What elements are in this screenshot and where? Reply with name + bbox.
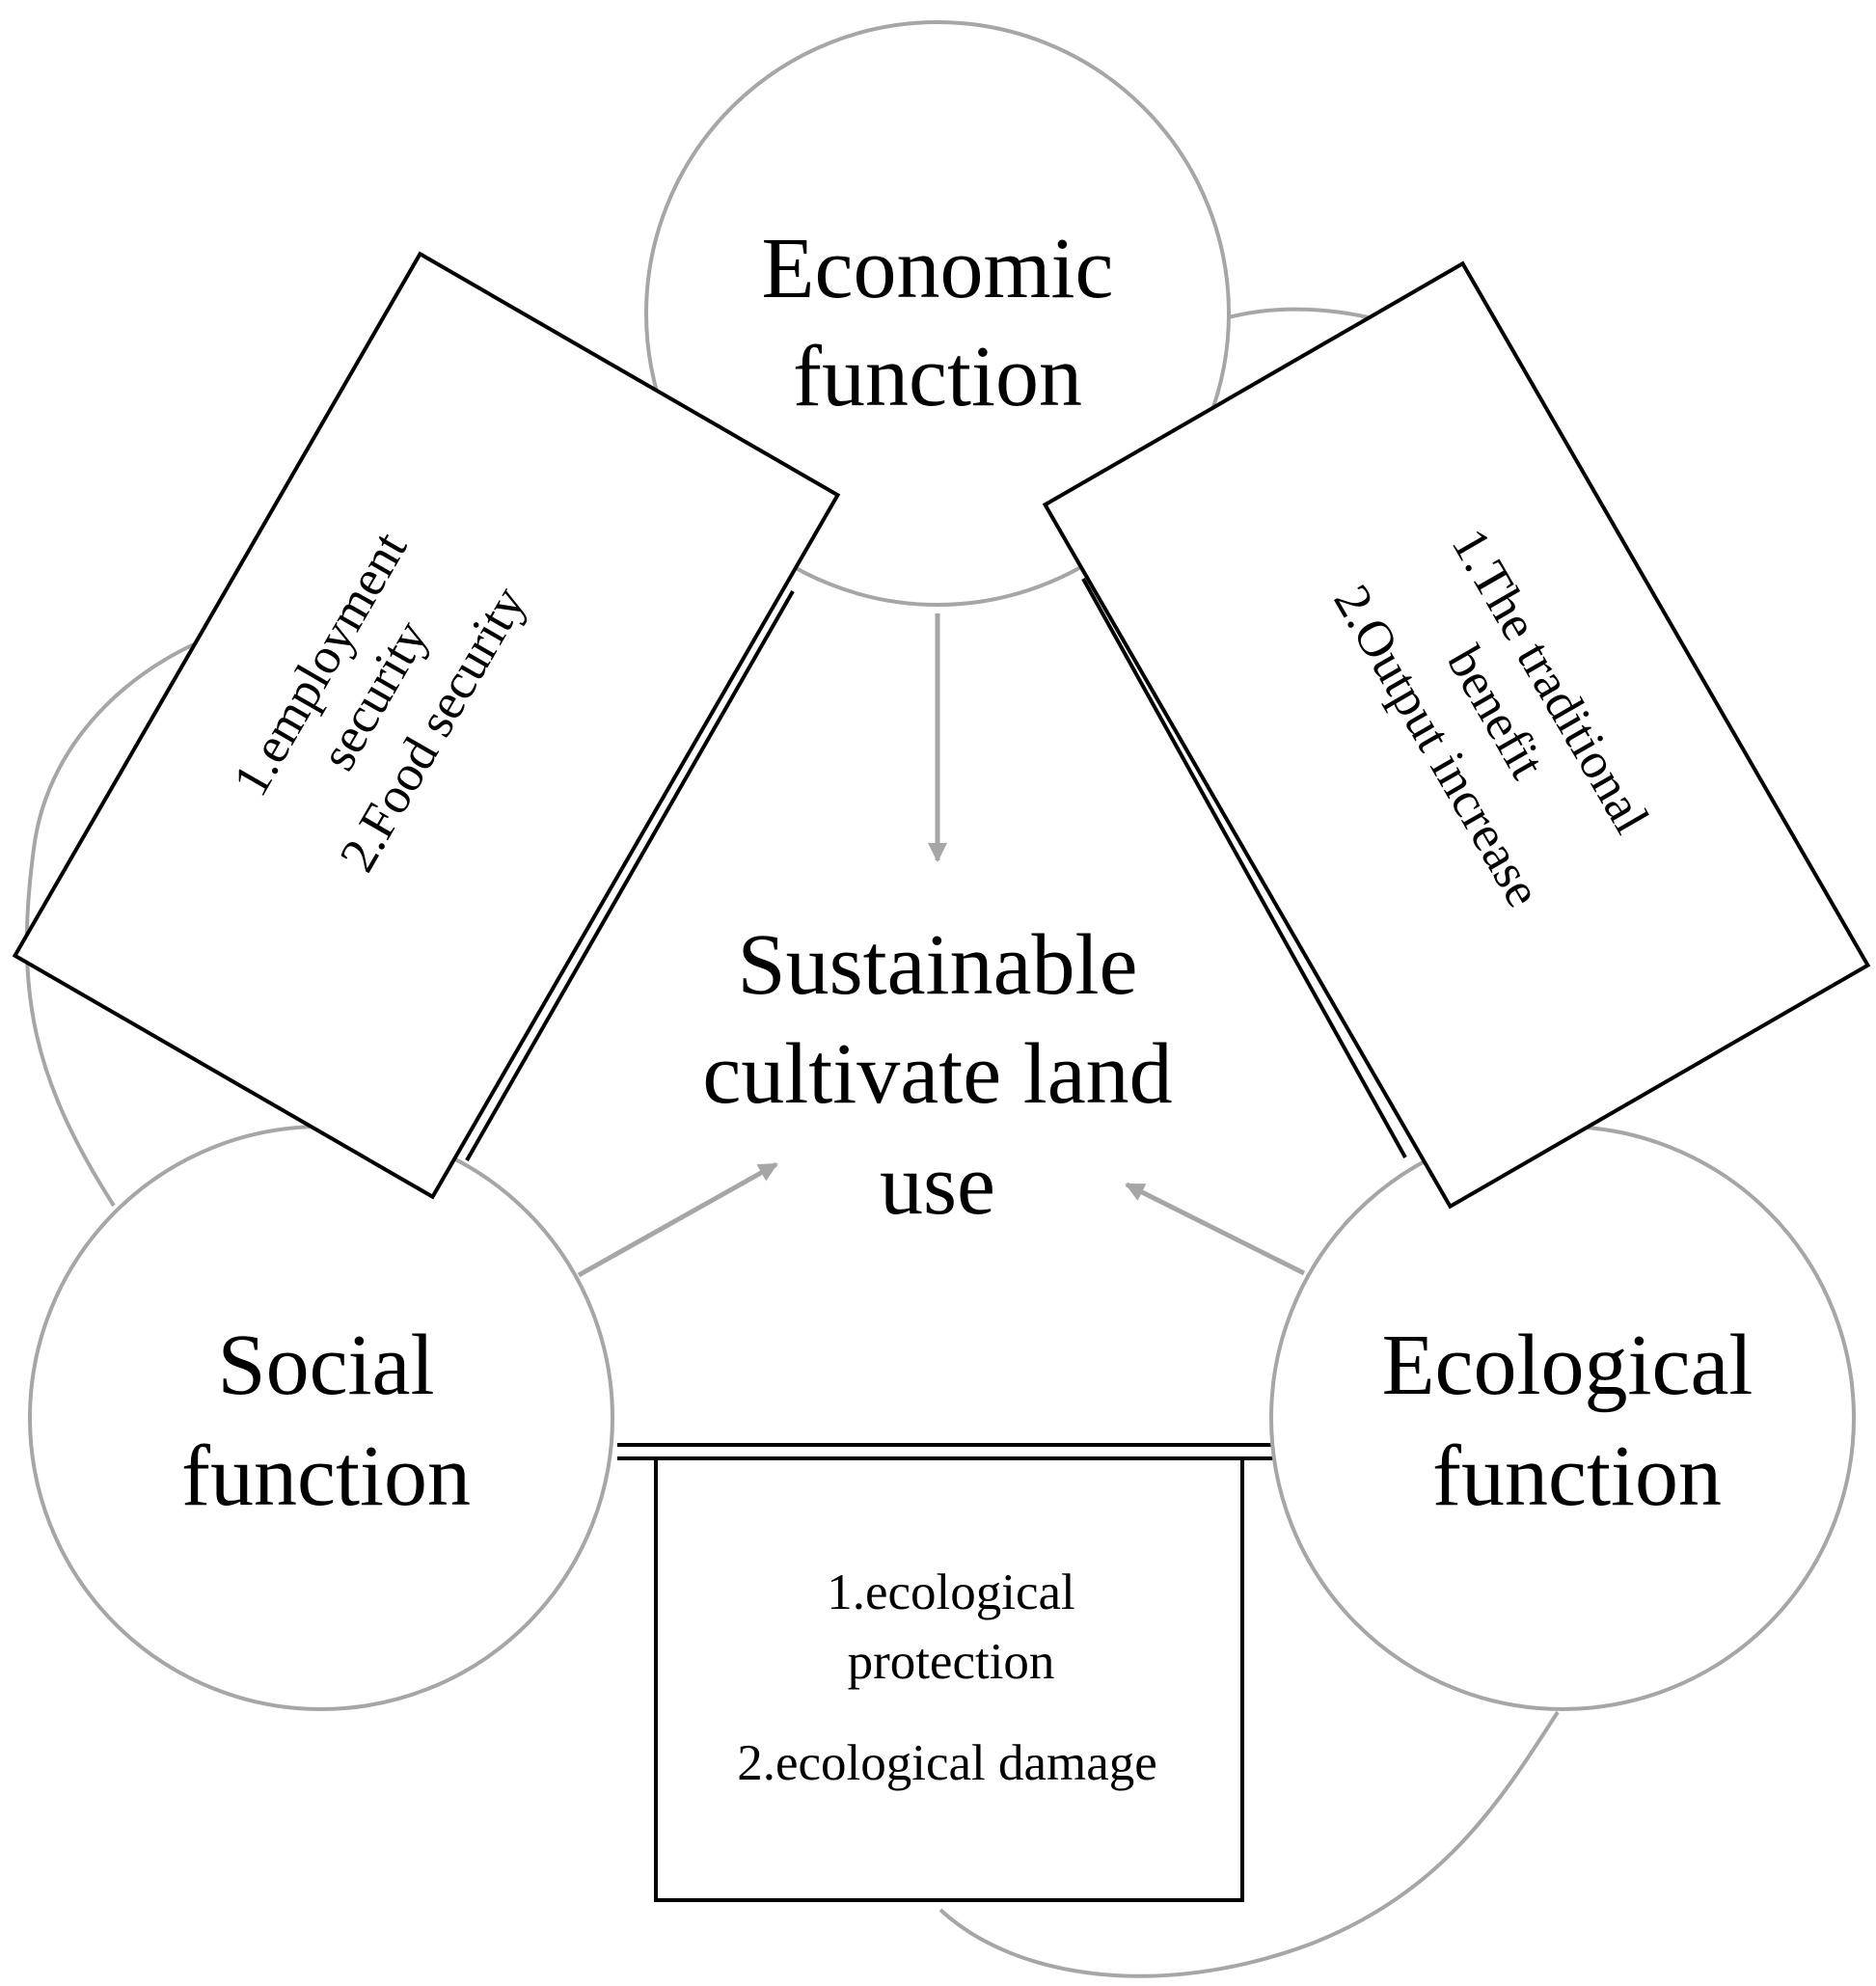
economic-function-node: Economic function <box>644 20 1231 607</box>
social-label-line1: Social <box>218 1318 435 1413</box>
outer-loop-social-economic <box>24 627 235 1208</box>
ecological-function-node: Ecological function <box>1269 1125 1856 1711</box>
box-bottom-line3: 2.ecological damage <box>737 1735 1157 1791</box>
center-label-line3: use <box>880 1137 995 1233</box>
box-bottom-line1: 1.ecological <box>827 1564 1075 1620</box>
box-bottom-line2: protection <box>848 1634 1055 1690</box>
outer-loop-social-ecological <box>938 1710 1560 1978</box>
box-economic-ecological: 1.The traditional benefit 2.Output incre… <box>1042 260 1871 1210</box>
box-social-ecological: 1.ecological protection 2.ecological dam… <box>654 1456 1244 1902</box>
arrow-social-to-center <box>577 1161 778 1278</box>
economic-label-line1: Economic <box>762 221 1114 316</box>
box-social-economic: 1.employment security 2.Food security <box>12 251 841 1200</box>
arrow-ecological-to-center <box>1125 1182 1306 1276</box>
center-label-line1: Sustainable <box>738 917 1138 1013</box>
ecological-label-line2: function <box>1432 1428 1722 1524</box>
center-concept: Sustainable cultivate land use <box>702 917 1172 1233</box>
connector-social-ecological <box>617 1443 1273 1460</box>
social-function-node: Social function <box>28 1125 614 1711</box>
ecological-label-line1: Ecological <box>1382 1318 1754 1413</box>
center-label-line2: cultivate land <box>702 1026 1172 1122</box>
economic-label-line2: function <box>793 329 1082 424</box>
social-label-line2: function <box>181 1428 471 1524</box>
